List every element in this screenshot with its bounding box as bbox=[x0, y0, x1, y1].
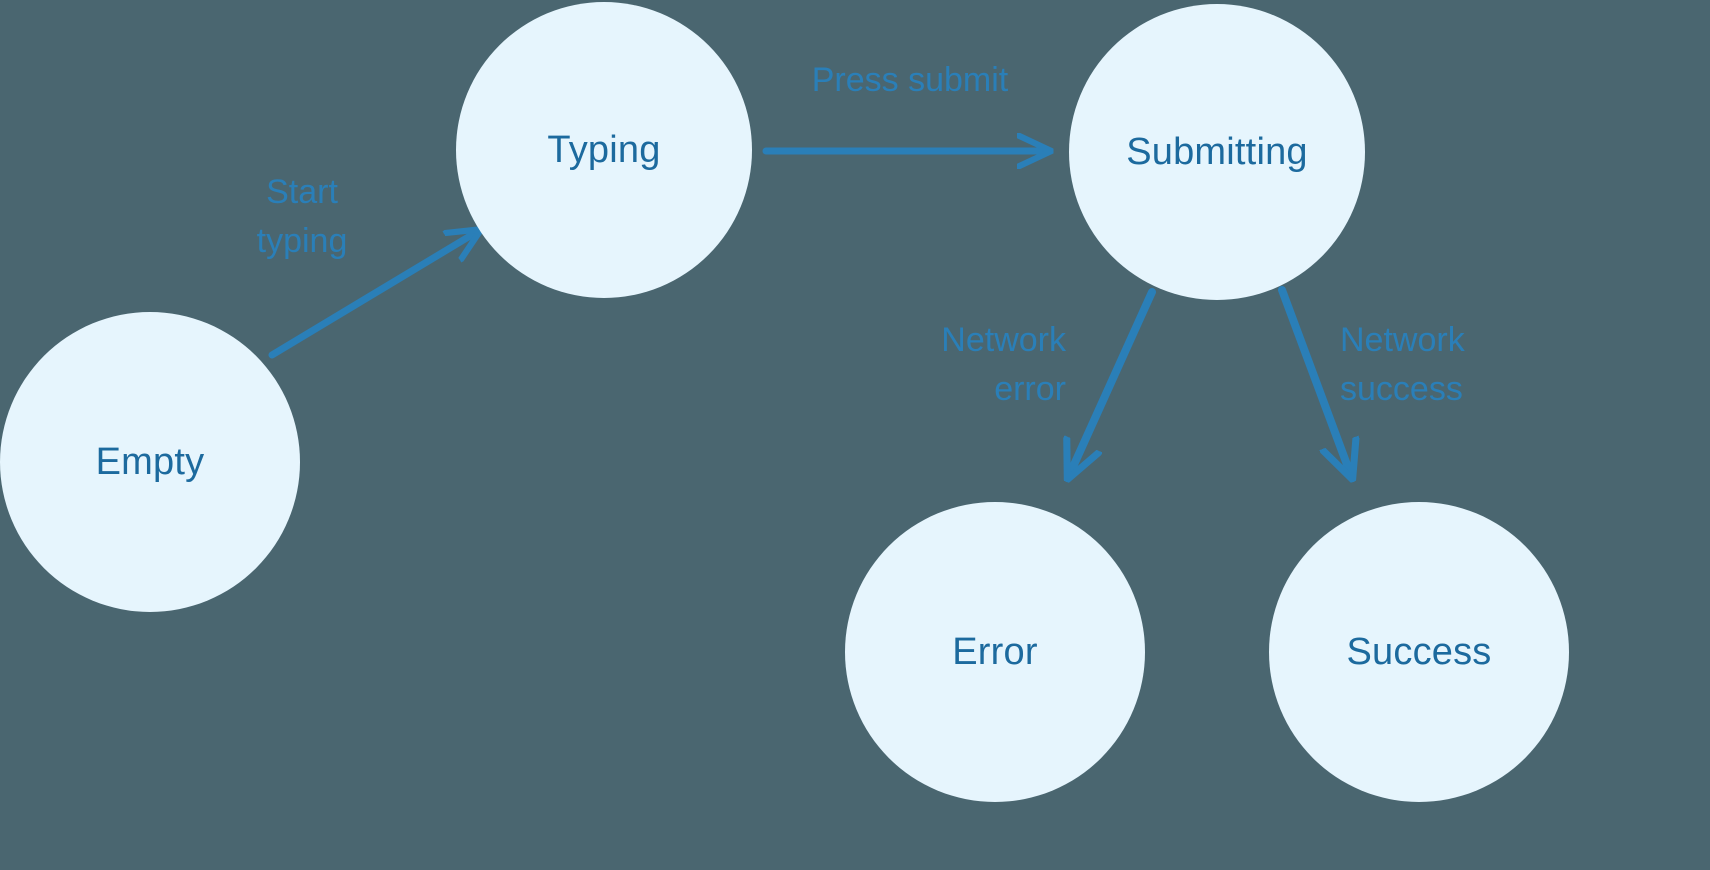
edge-network-error bbox=[1068, 288, 1156, 478]
state-node-typing-label: Typing bbox=[547, 129, 661, 171]
state-node-error[interactable]: Error bbox=[845, 502, 1145, 802]
state-node-empty[interactable]: Empty bbox=[0, 312, 300, 612]
state-node-typing[interactable]: Typing bbox=[456, 2, 752, 298]
edge-label-press-submit: Press submit bbox=[811, 61, 1009, 99]
state-node-success-label: Success bbox=[1346, 631, 1492, 673]
edge-label-network-success: Network success bbox=[1340, 321, 1465, 409]
edge-label-network-error: Network error bbox=[941, 321, 1066, 409]
edge-label-start-typing: Start typing bbox=[256, 173, 348, 261]
state-node-error-label: Error bbox=[952, 631, 1038, 673]
state-node-submitting[interactable]: Submitting bbox=[1069, 4, 1365, 300]
state-node-submitting-label: Submitting bbox=[1126, 131, 1308, 173]
edge-start-typing bbox=[268, 230, 480, 359]
edge-network-success bbox=[1278, 286, 1352, 478]
state-node-empty-label: Empty bbox=[95, 441, 205, 483]
state-node-success[interactable]: Success bbox=[1269, 502, 1569, 802]
